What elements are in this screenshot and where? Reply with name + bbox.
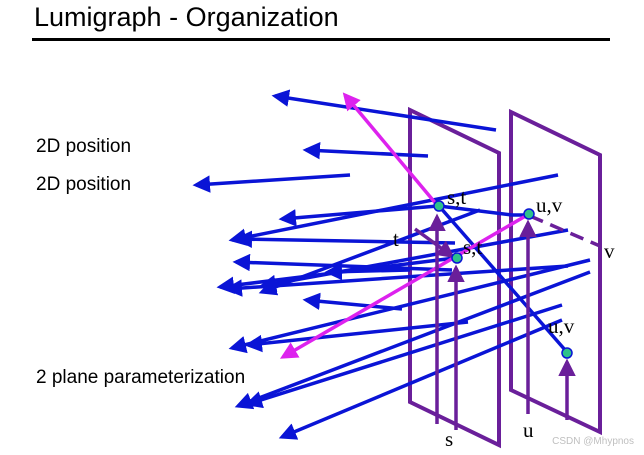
ray <box>244 320 469 353</box>
label-u-axis: u <box>523 418 534 442</box>
label-2d-position-2: 2D position <box>36 174 132 195</box>
label-t-axis: t <box>393 227 399 251</box>
label-uv-bottom: u,v <box>548 314 575 338</box>
label-st-front: s,t <box>447 185 466 209</box>
label-2-plane-parameterization: 2 plane parameterization <box>36 367 246 388</box>
label-uv-top: u,v <box>536 193 563 217</box>
label-s-axis: s <box>445 427 453 451</box>
watermark: CSDN @Mhypnos <box>552 436 634 447</box>
ray <box>228 173 559 246</box>
label-v-axis: v <box>604 239 615 263</box>
ray <box>228 258 591 354</box>
ray <box>302 141 429 160</box>
ray <box>438 204 513 217</box>
highlight-ray <box>342 92 439 207</box>
ray <box>244 303 563 409</box>
intersection-point <box>561 347 573 359</box>
ray <box>278 204 439 227</box>
ray <box>258 228 569 293</box>
intersection-point <box>523 208 535 220</box>
slide-title: Lumigraph - Organization <box>34 2 339 32</box>
blue-rays <box>192 89 591 440</box>
ray <box>437 204 568 353</box>
ray <box>271 89 497 132</box>
v-axis-line <box>529 214 601 248</box>
ray <box>192 173 351 193</box>
ray <box>234 270 591 410</box>
ray <box>234 230 456 249</box>
ray <box>324 262 411 281</box>
intersection-point <box>433 200 445 212</box>
ray <box>278 318 563 440</box>
uv-plane <box>509 108 602 436</box>
highlight-ray <box>279 212 530 359</box>
intersection-point <box>451 252 463 264</box>
ray <box>302 292 403 311</box>
t-axis-arrow <box>413 227 455 259</box>
intersection-points <box>433 200 573 359</box>
magenta-rays <box>279 92 530 359</box>
label-st-mid: s,t <box>463 235 482 259</box>
plane-axes <box>413 213 601 430</box>
title-underline <box>32 38 610 41</box>
ray <box>232 253 453 272</box>
label-2d-position-1: 2D position <box>36 136 132 157</box>
